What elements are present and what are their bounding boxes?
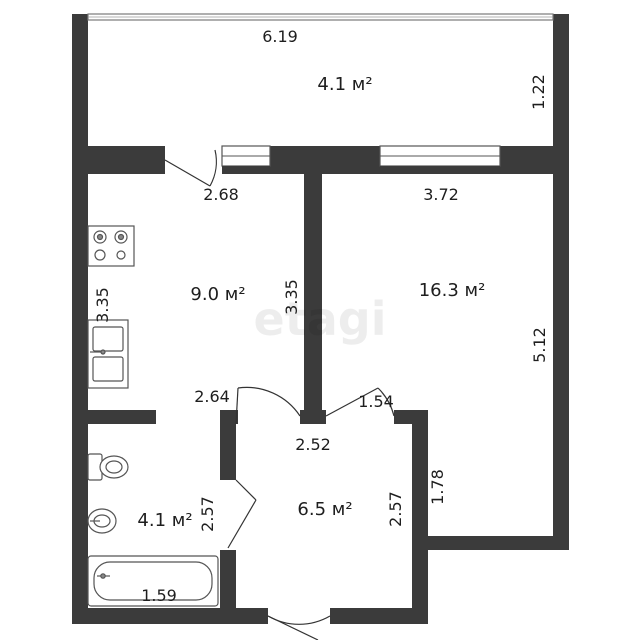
bedroom-hall-wall-stub xyxy=(394,410,428,424)
interior-walls xyxy=(72,174,428,624)
bottom-wall-left xyxy=(72,608,268,624)
bedroom-bottom-wall xyxy=(428,536,569,550)
bedroom-door xyxy=(325,387,395,417)
kitchen-door xyxy=(235,386,301,425)
entrance-door xyxy=(267,615,331,640)
dim-hall-top-right: 1.54 xyxy=(358,392,394,411)
hall-area-label: 6.5 м² xyxy=(297,499,352,520)
sink-icon xyxy=(87,319,129,389)
bottom-wall-right xyxy=(330,608,428,624)
watermark-text: etagi xyxy=(254,292,387,346)
dim-bedroom-top: 3.72 xyxy=(423,185,459,204)
balcony-inner-wall xyxy=(72,146,569,174)
bathroom-door xyxy=(227,479,257,549)
balcony-area-label: 4.1 м² xyxy=(317,74,372,95)
dim-balcony-depth: 1.22 xyxy=(529,74,548,110)
stove-icon xyxy=(87,225,135,267)
bath-hall-wall-bottom xyxy=(220,550,236,624)
balcony-railing xyxy=(87,13,554,21)
dim-kitchen-bottom: 2.64 xyxy=(194,387,230,406)
bath-hall-wall-top xyxy=(220,424,236,480)
balcony-windows xyxy=(221,145,501,174)
dim-bath-bottom: 1.59 xyxy=(141,586,177,605)
bathtub-icon xyxy=(87,555,219,607)
bedroom-area-label: 16.3 м² xyxy=(419,280,486,301)
balcony-door xyxy=(164,149,217,187)
left-outer-wall xyxy=(72,174,88,624)
bathroom-area-label: 4.1 м² xyxy=(137,510,192,531)
balcony-right-wall xyxy=(553,14,569,174)
kitchen-bedroom-wall xyxy=(304,174,322,410)
dim-hall-top-left: 2.52 xyxy=(295,435,331,454)
dim-kitchen-left: 3.35 xyxy=(93,287,112,323)
dim-kitchen-right: 3.35 xyxy=(282,279,301,315)
dim-hall-right: 2.57 xyxy=(386,491,405,527)
dim-kitchen-top: 2.68 xyxy=(203,185,239,204)
washbasin-icon xyxy=(87,508,117,534)
kitchen-area-label: 9.0 м² xyxy=(190,284,245,305)
hall-right-wall xyxy=(412,412,428,624)
toilet-icon xyxy=(87,453,129,481)
dim-bedroom-lower: 1.78 xyxy=(428,469,447,505)
balcony-walls xyxy=(72,14,569,174)
dim-bath-right: 2.57 xyxy=(198,496,217,532)
outer-walls xyxy=(72,174,569,624)
dim-balcony-width: 6.19 xyxy=(262,27,298,46)
dim-bedroom-right: 5.12 xyxy=(530,327,549,363)
balcony-left-wall xyxy=(72,14,88,174)
kitchen-bath-wall-left xyxy=(72,410,156,424)
right-outer-wall xyxy=(553,174,569,550)
kitchen-bath-wall-right xyxy=(220,410,238,424)
wall-junction xyxy=(300,410,326,424)
door-swings xyxy=(227,386,395,640)
